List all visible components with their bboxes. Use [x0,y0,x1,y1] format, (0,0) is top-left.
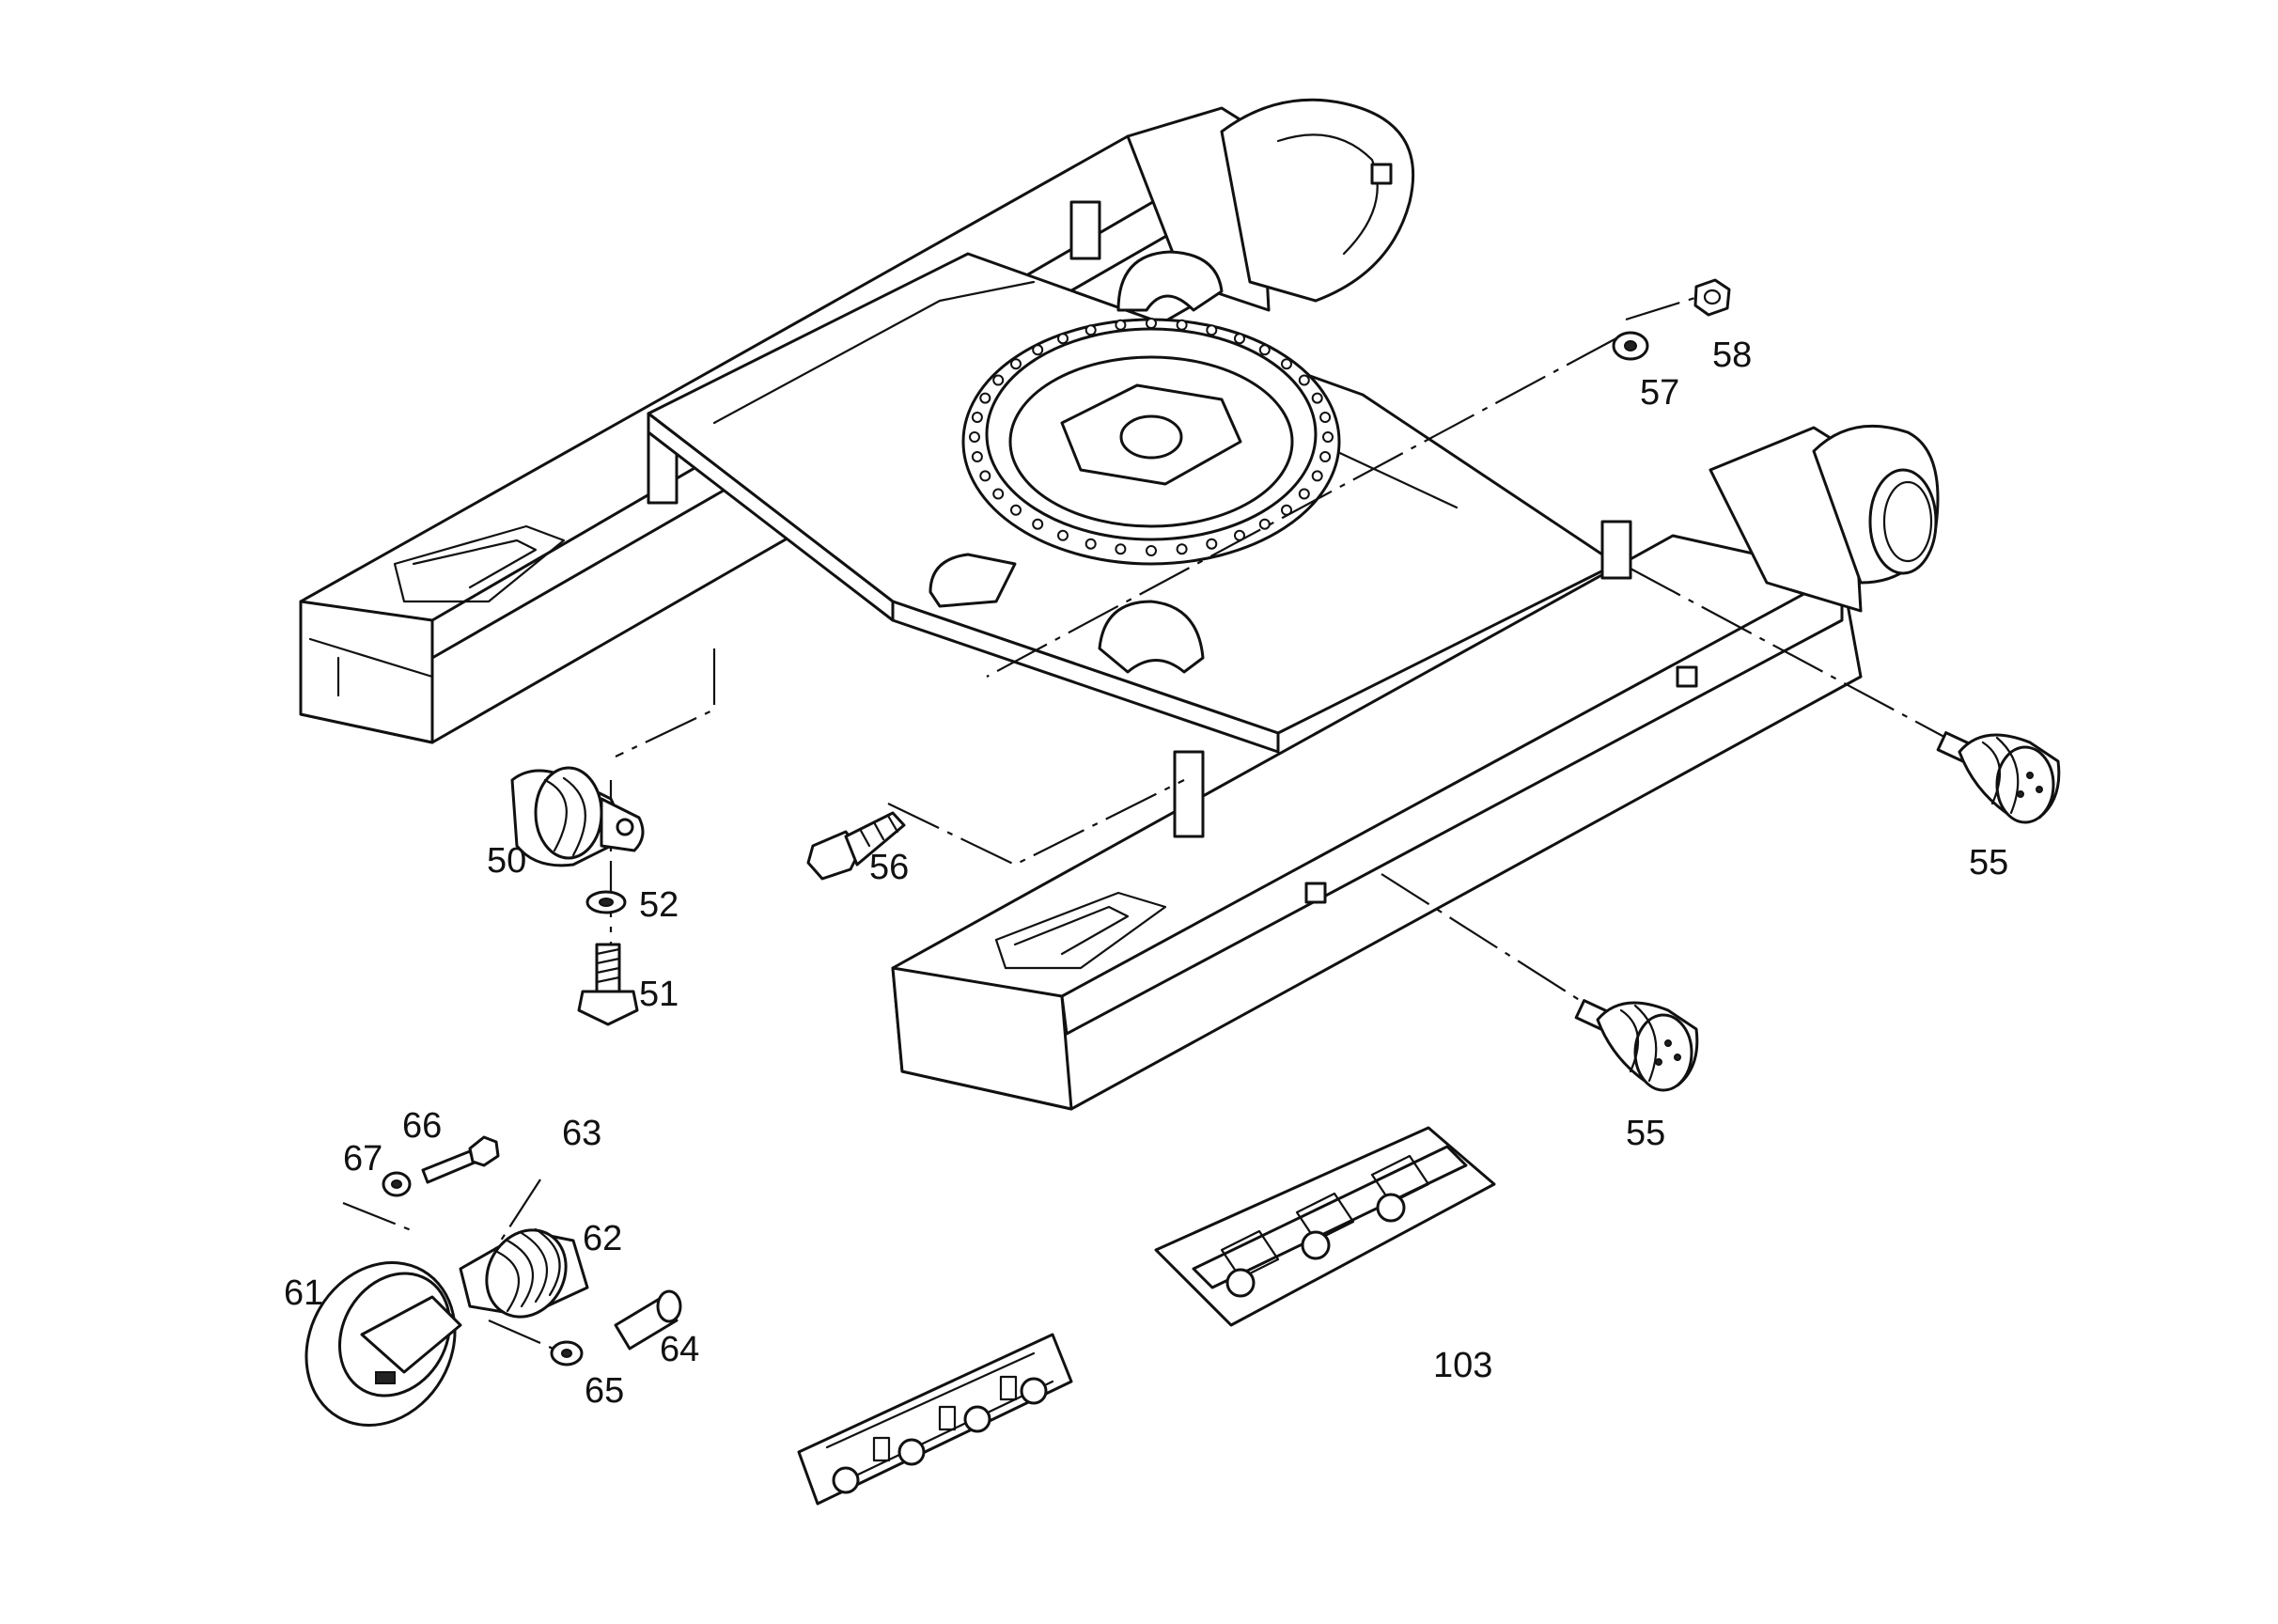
callout-65: 65 [585,1371,624,1411]
ring-bolt-hole [1322,431,1334,443]
left-drive-housing [1126,98,1415,312]
lifting-eye-rear [1116,250,1224,312]
ring-bolt-hole [1234,333,1245,345]
idler-wheel-61 [304,1261,462,1427]
callout-66: 66 [402,1106,442,1146]
lifting-eye-left [928,553,1017,608]
ring-bolt-hole [1010,358,1022,370]
washer-67 [382,1171,412,1197]
slewing-ring [961,318,1341,566]
ring-bolt-hole [971,412,983,423]
callout-61: 61 [284,1273,323,1313]
callout-62: 62 [583,1219,622,1258]
ring-bolt-hole [1311,470,1323,482]
ring-bolt-hole [1032,518,1044,530]
right-drive-housing [1708,424,1940,613]
ring-bolt-hole [1319,412,1332,423]
ring-bolt-hole [1258,518,1271,530]
ring-bolt-hole [971,451,983,462]
callout-67: 67 [343,1139,382,1179]
carrier-roller-50 [510,766,645,867]
ring-bolt-hole [1281,358,1292,370]
callout-55-right: 55 [1969,843,2008,882]
ring-bolt-hole [1057,529,1069,541]
ring-bolt-hole [1298,488,1310,500]
bolt-51 [577,943,639,1026]
leader-lines [342,294,1956,1355]
nut-58 [1693,278,1731,317]
ring-bolt-hole [1084,538,1097,550]
recoil-spring-63 [485,1227,568,1319]
ring-bolt-hole [1115,319,1127,331]
slewing-ring-bolts [969,318,1334,556]
track-chain-link [797,1333,1073,1506]
ring-bolt-hole [1146,545,1157,556]
lifting-eye-front [1098,600,1205,674]
ring-bolt-hole [1298,374,1310,386]
ring-bolt-hole [1084,324,1097,336]
callout-52: 52 [639,885,679,925]
track-shoe-segment-103 [1154,1126,1496,1327]
ring-bolt-hole [969,431,980,443]
bolt-66 [421,1135,500,1184]
ring-bolt-hole [1311,392,1323,404]
grease-cylinder-64 [614,1289,682,1351]
ring-bolt-hole [1206,538,1218,550]
ring-bolt-hole [979,470,991,482]
ring-bolt-hole [1010,504,1022,516]
callout-labels: 50 52 51 56 57 58 55 55 66 67 63 62 61 6… [284,336,2008,1411]
ring-bolt-hole [1146,318,1157,329]
ring-bolt-hole [1176,319,1188,331]
callout-63: 63 [562,1114,601,1153]
callout-64: 64 [660,1330,699,1369]
ring-bolt-hole [1258,344,1271,356]
callout-58: 58 [1712,336,1752,375]
ring-bolt-hole [992,488,1005,500]
ring-bolt-hole [992,374,1005,386]
ring-bolt-hole [1319,451,1332,462]
callout-51: 51 [639,975,679,1014]
right-track-frame [891,520,1863,1111]
callout-55-front: 55 [1626,1114,1665,1153]
ring-bolt-hole [1206,324,1218,336]
callout-57: 57 [1640,373,1679,413]
callout-103: 103 [1433,1346,1492,1385]
ring-bolt-hole [979,392,991,404]
ring-bolt-hole [1115,543,1127,555]
bolt-56 [806,811,906,881]
ring-bolt-hole [1057,333,1069,345]
callout-56: 56 [869,848,909,887]
ring-bolt-hole [1032,344,1044,356]
washer-65 [550,1340,584,1366]
track-roller-55-right [1936,731,2061,824]
callout-50: 50 [487,841,526,881]
track-roller-55-front [1574,999,1699,1092]
ring-bolt-hole [1176,543,1188,555]
